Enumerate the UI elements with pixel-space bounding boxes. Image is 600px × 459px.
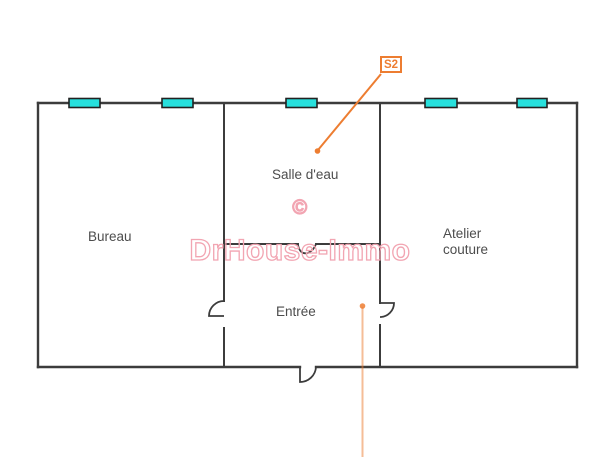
orange-annotations [314, 73, 382, 457]
door-arc-atelier [379, 302, 395, 318]
annotation-dot-s2 [314, 148, 321, 154]
window-icon-5 [516, 97, 548, 109]
door-arc-bureau [208, 300, 225, 317]
door-arc-entrance [299, 366, 317, 383]
window-icon-4 [424, 97, 458, 109]
annotation-dot-vertical [359, 303, 366, 309]
room-label-entree: Entrée [276, 304, 316, 319]
watermark-text: DrHouse-Immo [189, 233, 411, 267]
surface-tag-s2: S2 [380, 56, 402, 73]
room-label-salle-eau: Salle d'eau [272, 167, 339, 182]
copyright-icon: © [292, 196, 308, 219]
room-label-bureau: Bureau [88, 229, 132, 244]
room-label-atelier-couture: Atelier couture [443, 226, 489, 257]
window-icon-1 [68, 97, 101, 109]
annotation-leader-line-s2 [317, 73, 382, 151]
doors [208, 243, 395, 383]
windows [68, 97, 548, 109]
interior-walls [223, 102, 381, 368]
window-icon-3 [285, 97, 318, 109]
window-icon-2 [161, 97, 194, 109]
door-arc-salle-eau [297, 243, 317, 255]
